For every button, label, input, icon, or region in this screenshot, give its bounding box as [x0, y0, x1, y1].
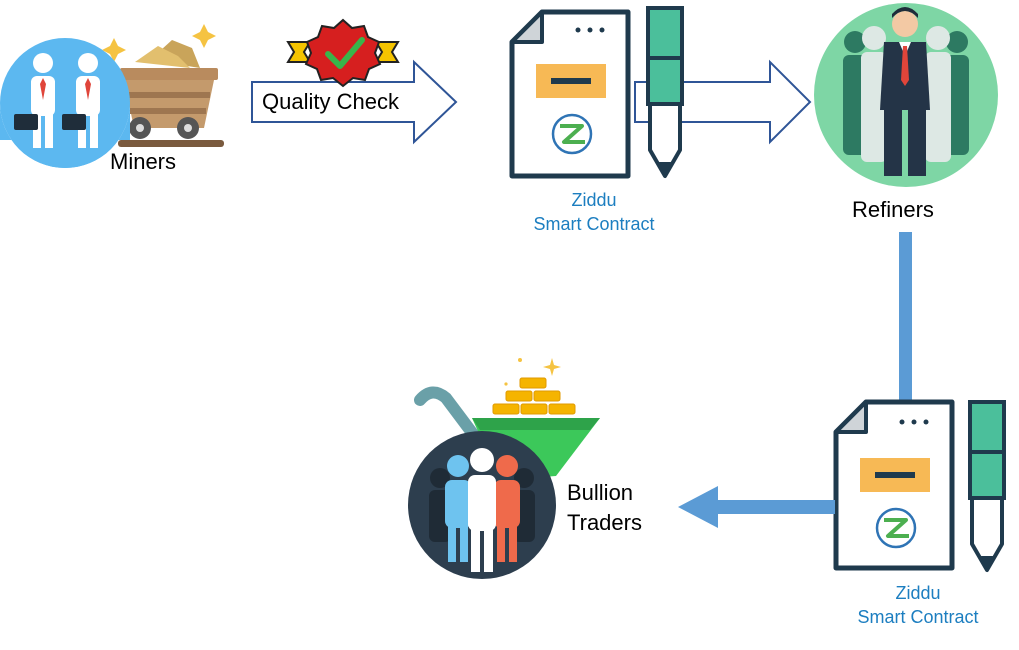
smart-contract-document-icon — [833, 399, 1006, 572]
contract-name: Ziddu — [895, 583, 941, 603]
miners-label: Miners — [110, 149, 177, 174]
refiners-label: Refiners — [852, 197, 934, 222]
connector-refiners-to-contract — [899, 232, 912, 402]
quality-check-label: Quality Check — [262, 89, 399, 114]
bullion-traders-line2: Traders — [567, 510, 642, 535]
contract-subtitle: Smart Contract — [533, 214, 655, 234]
refiners-group-icon — [814, 3, 998, 187]
bullion-traders-label: Bullion Traders — [567, 478, 642, 538]
quality-check-arrow — [251, 59, 458, 145]
bullion-traders-line1: Bullion — [567, 480, 634, 505]
quality-check-badge-icon — [286, 18, 400, 88]
bullion-traders-icon — [408, 358, 600, 579]
smart-contract-label-2: Ziddu Smart Contract — [828, 581, 1008, 629]
miners-with-ore-cart-icon — [0, 24, 224, 168]
smart-contract-document-icon — [509, 6, 684, 179]
smart-contract-label-1: Ziddu Smart Contract — [504, 188, 684, 236]
contract-name: Ziddu — [571, 190, 617, 210]
contract-subtitle: Smart Contract — [857, 607, 979, 627]
flow-arrow-to-bullion-traders — [678, 486, 835, 528]
